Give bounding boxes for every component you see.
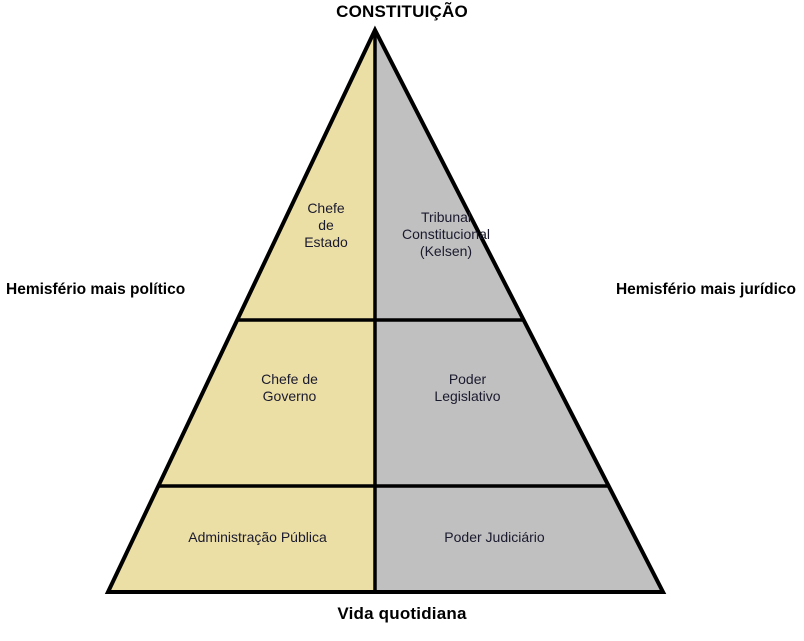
tier-3-right-cell-label: Poder Judiciário [444,529,545,545]
page-title: CONSTITUIÇÃO [336,2,468,21]
tier-1-right-cell-label: Tribunal Constitucional (Kelsen) [402,209,490,259]
bottom-caption: Vida quotidiana [337,604,467,623]
right-hemisphere-label: Hemisfério mais jurídico [615,281,796,298]
tier-1-left-cell-label: Chefe de Estado [304,200,348,250]
left-hemisphere-label: Hemisfério mais político [6,281,186,298]
pyramid-outline [104,25,667,594]
tier-3-left-cell-label: Administração Pública [188,529,327,545]
tier-2-left-cell-label: Chefe de Governo [261,371,318,404]
tier-2-right-cell-label: Poder Legislativo [434,371,501,404]
